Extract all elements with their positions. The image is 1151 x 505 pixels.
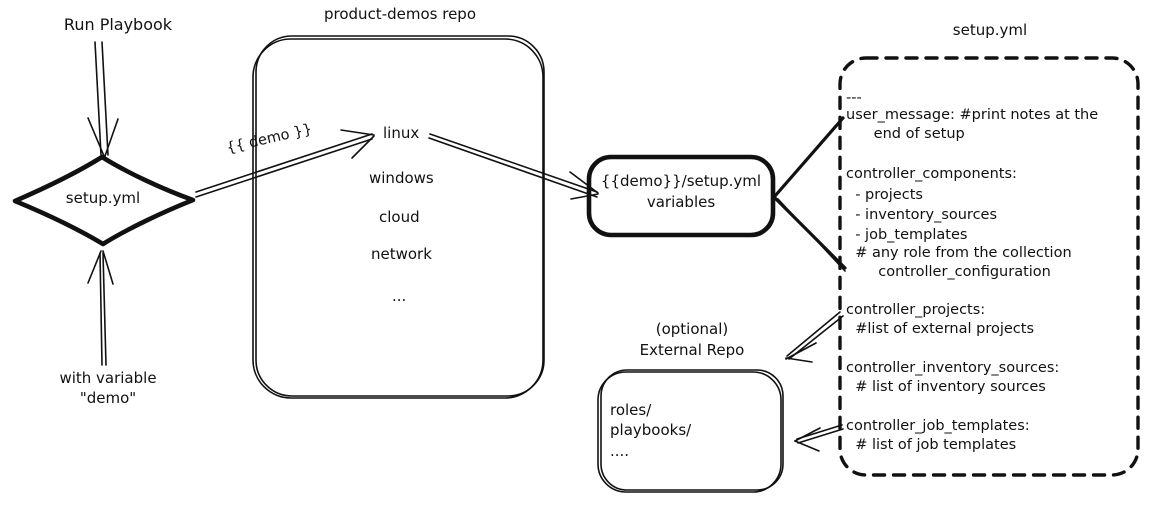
repo-item-network[interactable]: network bbox=[371, 245, 432, 263]
setup-yml-node-label: setup.yml bbox=[65, 189, 141, 207]
setup-yml-block-controller-components-line3: - inventory_sources bbox=[846, 207, 998, 223]
setup-yml-block-controller-components-line4: - job_templates bbox=[846, 227, 968, 243]
with-variable-label-line1: with variable bbox=[59, 369, 157, 387]
setup-yml-block-controller-job-templates-line1: controller_job_templates: bbox=[846, 418, 1030, 434]
setup-yml-block-controller-components-line2: - projects bbox=[846, 187, 923, 203]
linux-to-vars-arrow bbox=[428, 133, 599, 200]
setup-yml-block-controller-components-line1: controller_components: bbox=[846, 166, 1017, 182]
repo-item-cloud[interactable]: cloud bbox=[379, 208, 420, 226]
run-playbook-label: Run Playbook bbox=[63, 15, 173, 34]
repo-item-ellipsis: ... bbox=[392, 287, 407, 305]
with-variable-label-line2: "demo" bbox=[79, 389, 137, 407]
setup-yml-block-controller-projects-line1: controller_projects: bbox=[846, 302, 986, 318]
setup-yml-block-controller-components-line6: controller_configuration bbox=[846, 264, 1051, 280]
setup-yml-block-controller-job-templates-line2: # list of job templates bbox=[846, 437, 1017, 453]
controller-projects-arrow bbox=[785, 311, 844, 363]
setup-yml-block-controller-inventory-sources-line1: controller_inventory_sources: bbox=[846, 360, 1060, 376]
external-repo-item-roles: roles/ bbox=[610, 401, 652, 419]
repo-item-windows[interactable]: windows bbox=[369, 169, 434, 187]
setup-yml-block-doc-start: --- bbox=[846, 90, 862, 106]
demo-variable-edge-label: {{ demo }} bbox=[225, 121, 314, 157]
vars-node-label-line2: variables bbox=[646, 193, 716, 211]
setup-yml-block-controller-inventory-sources-line2: # list of inventory sources bbox=[846, 379, 1046, 395]
controller-job-templates-arrow bbox=[794, 424, 844, 452]
product-demos-repo-title: product-demos repo bbox=[324, 5, 476, 23]
external-repo-item-playbooks: playbooks/ bbox=[610, 421, 692, 439]
external-repo-item-ellipsis: .... bbox=[610, 442, 630, 460]
setup-yml-block-user-message-line1: user_message: #print notes at the bbox=[846, 107, 1099, 123]
setup-yml-block-controller-projects-line2: #list of external projects bbox=[846, 321, 1035, 337]
setup-yml-file-title: setup.yml bbox=[952, 21, 1028, 39]
external-repo-title-line1: (optional) bbox=[655, 320, 729, 338]
external-repo-title-line2: External Repo bbox=[639, 341, 745, 359]
setup-yml-block-controller-components-line5: # any role from the collection bbox=[846, 245, 1072, 261]
setup-yml-to-vars-connector bbox=[773, 116, 847, 272]
vars-node-label-line1: {{demo}}/setup.yml bbox=[600, 172, 762, 190]
setup-yml-block-user-message-line2: end of setup bbox=[846, 126, 965, 142]
with-variable-arrow bbox=[87, 250, 114, 366]
run-playbook-arrow bbox=[87, 41, 119, 157]
repo-item-linux[interactable]: linux bbox=[383, 124, 420, 142]
